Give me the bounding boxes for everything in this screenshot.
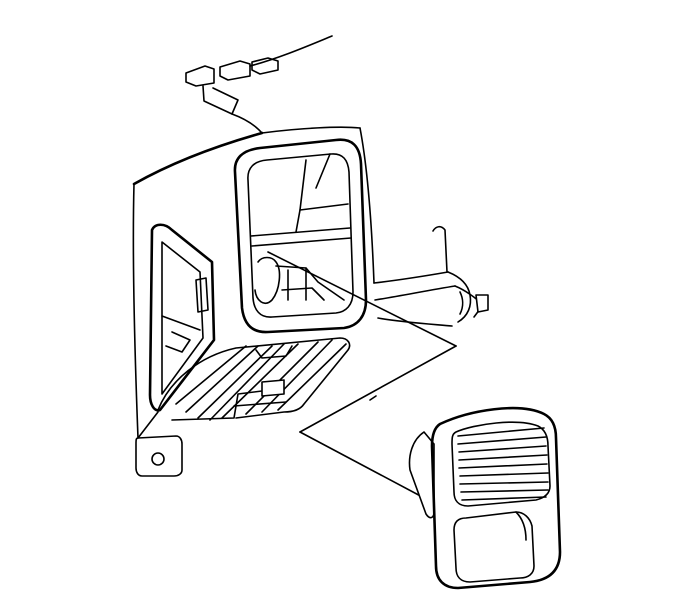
leader-lines — [267, 251, 457, 501]
instrument-panel-body — [132, 35, 456, 439]
mounting-tabs — [185, 57, 279, 115]
louver-blades — [457, 427, 549, 501]
lower-bracket — [157, 337, 351, 421]
mounting-hole-icon — [151, 452, 165, 466]
vent-opening-frame — [233, 138, 368, 334]
mounting-ear — [135, 411, 183, 477]
air-duct — [377, 225, 489, 327]
side-cutout — [148, 223, 216, 412]
vent-outlet-assembly — [408, 406, 562, 590]
